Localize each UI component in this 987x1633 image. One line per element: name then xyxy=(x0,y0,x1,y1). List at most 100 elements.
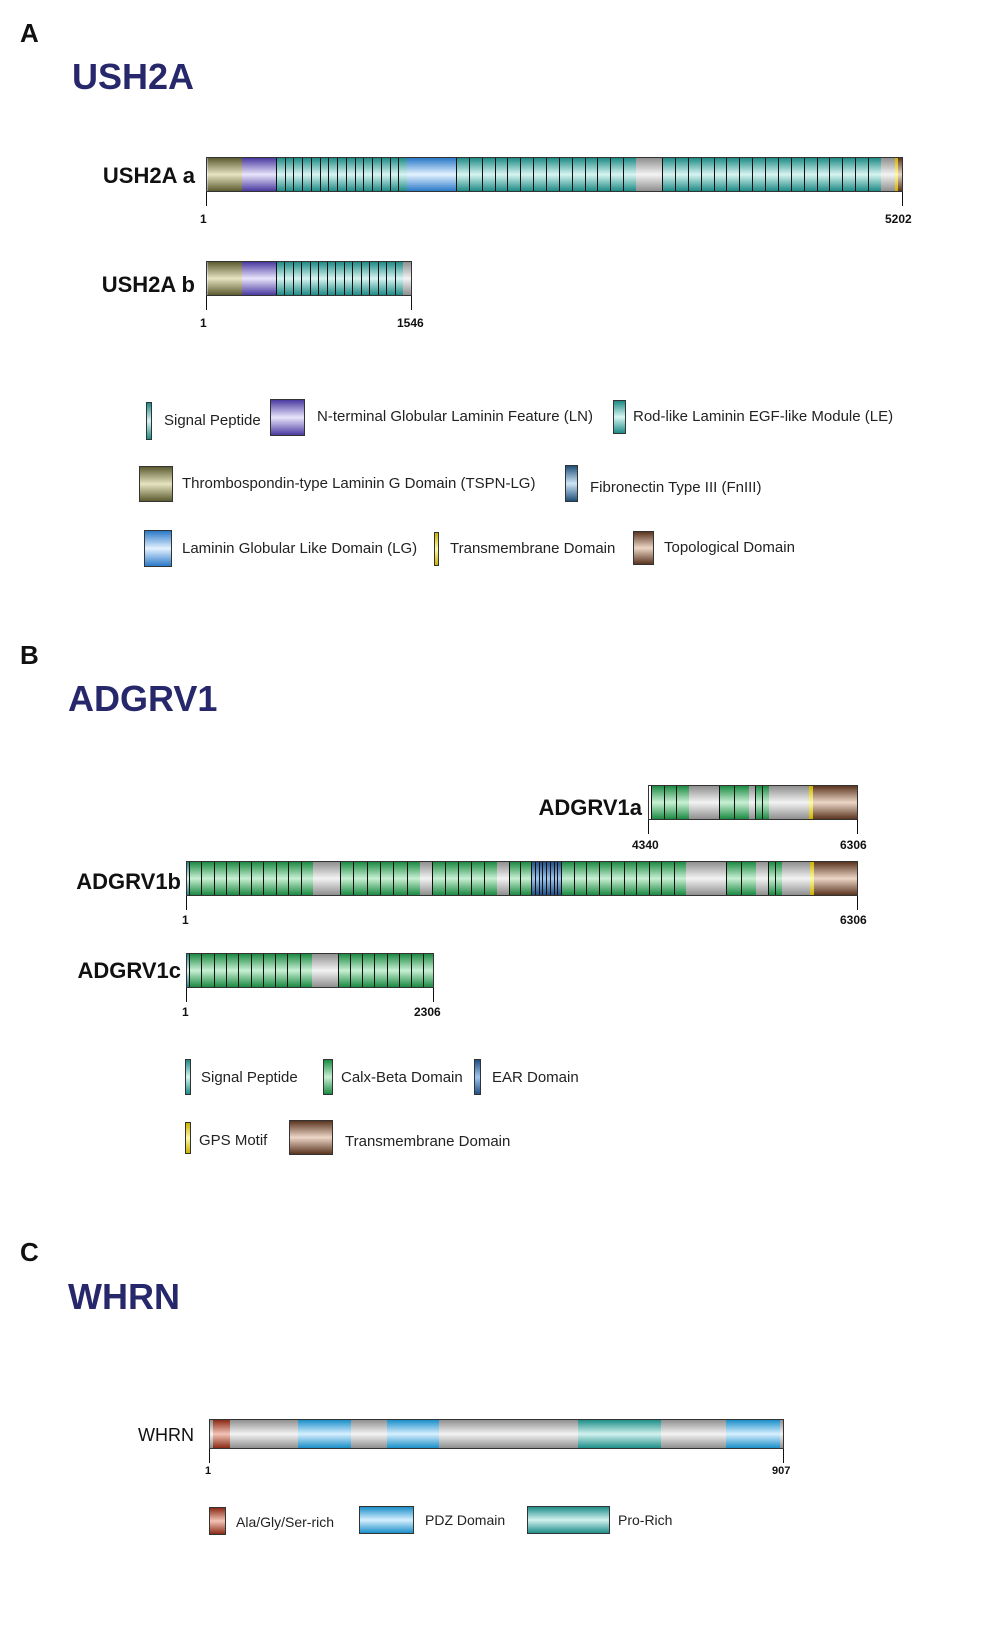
legend-swatch-topological xyxy=(633,531,654,565)
domain-green xyxy=(458,862,472,895)
domain-teal xyxy=(481,158,496,191)
domain-ear xyxy=(534,862,539,895)
isoform-label-adgrv1a: ADGRV1a xyxy=(538,795,642,820)
legend-swatch-ala-gly-ser-rich xyxy=(209,1507,226,1535)
domain-cyan xyxy=(387,1420,440,1448)
domain-olive xyxy=(208,262,243,295)
domain-brown xyxy=(898,158,902,191)
domain-teal xyxy=(803,158,818,191)
gene-title-ush2a: USH2A xyxy=(72,56,195,97)
legend-label-fniii: Fibronectin Type III (FnIII) xyxy=(590,479,762,496)
legend-label-le: Rod-like Laminin EGF-like Module (LE) xyxy=(633,408,894,425)
legend-label-lg: Laminin Globular Like Domain (LG) xyxy=(182,540,418,557)
legend-swatch-adgrv1-transmembrane xyxy=(289,1120,333,1155)
domain-teal xyxy=(546,158,560,191)
legend-swatch-ln xyxy=(270,399,305,436)
tick-label-start-adgrv1a: 4340 xyxy=(632,838,659,852)
domain-green xyxy=(226,862,240,895)
domain-green xyxy=(611,862,624,895)
tick-start-ush2a-a xyxy=(206,192,207,206)
domain-green xyxy=(353,862,368,895)
domain-green xyxy=(250,954,264,987)
domain-green xyxy=(287,954,301,987)
legend-label-tspn-lg: Thrombospondin-type Laminin G Domain (TS… xyxy=(182,475,536,492)
domain-teal xyxy=(674,158,689,191)
tick-end-whrn xyxy=(783,1449,784,1463)
domain-teal xyxy=(700,158,715,191)
domain-blue xyxy=(432,158,457,191)
domain-green xyxy=(484,862,498,895)
domain-ear xyxy=(553,862,558,895)
domain-teal xyxy=(739,158,753,191)
legend-swatch-tspn-lg xyxy=(139,466,173,502)
domain-gray xyxy=(351,1420,388,1448)
domain-gray xyxy=(881,158,896,191)
tick-start-whrn xyxy=(209,1449,210,1463)
legend-swatch-adgrv1-signal-peptide xyxy=(185,1059,191,1095)
domain-green xyxy=(362,954,375,987)
legend-label-transmembrane: Transmembrane Domain xyxy=(450,540,616,557)
domain-green xyxy=(768,862,776,895)
domain-proteal xyxy=(578,1420,662,1448)
legend-label-pro-rich: Pro-Rich xyxy=(618,1512,673,1528)
domain-teal xyxy=(293,158,303,191)
domain-green xyxy=(340,862,354,895)
domain-teal xyxy=(276,262,285,295)
tick-label-end-adgrv1c: 2306 xyxy=(414,1005,441,1019)
tick-start-ush2a-b xyxy=(206,296,207,310)
domain-gray xyxy=(780,1420,783,1448)
domain-teal xyxy=(309,262,319,295)
domain-green xyxy=(598,862,612,895)
domain-green xyxy=(509,862,521,895)
domain-green xyxy=(573,862,587,895)
domain-yellow xyxy=(809,786,814,819)
tick-end-ush2a-a xyxy=(902,192,903,206)
domain-green xyxy=(374,954,387,987)
domain-green xyxy=(410,954,424,987)
tick-end-adgrv1a xyxy=(857,820,858,834)
domain-green xyxy=(734,786,750,819)
domain-teal xyxy=(494,158,508,191)
domain-teal xyxy=(389,158,399,191)
tick-end-ush2a-b xyxy=(411,296,412,310)
domain-green xyxy=(762,786,770,819)
legend-label-ala-gly-ser-rich: Ala/Gly/Ser-rich xyxy=(236,1514,335,1530)
protein-bar-adgrv1b xyxy=(186,861,858,896)
domain-gray xyxy=(686,862,727,895)
domain-brown xyxy=(813,786,857,819)
domain-gray xyxy=(313,862,341,895)
domain-green xyxy=(262,954,276,987)
domain-teal xyxy=(284,158,294,191)
legend-label-adgrv1-transmembrane: Transmembrane Domain xyxy=(345,1133,511,1150)
domain-green xyxy=(406,862,421,895)
legend-swatch-le xyxy=(613,400,626,434)
tick-end-adgrv1b xyxy=(857,896,858,910)
domain-teal xyxy=(855,158,869,191)
domain-teal xyxy=(520,158,534,191)
domain-green xyxy=(676,786,690,819)
domain-teal xyxy=(187,954,190,987)
tick-label-start-whrn: 1 xyxy=(205,1465,212,1477)
domain-teal xyxy=(352,262,362,295)
domain-cyan xyxy=(298,1420,352,1448)
domain-green xyxy=(386,954,400,987)
domain-teal xyxy=(507,158,521,191)
legend-label-ln: N-terminal Globular Laminin Feature (LN) xyxy=(317,408,593,425)
domain-gray xyxy=(207,158,209,191)
panel-letter-b: B xyxy=(20,640,39,670)
panel-letter-a: A xyxy=(20,18,39,48)
domain-gray xyxy=(403,262,411,295)
tick-label-end-ush2a-b: 1546 xyxy=(397,316,424,330)
domain-teal xyxy=(302,158,312,191)
legend-swatch-calx-beta xyxy=(323,1059,333,1095)
legend-swatch-ear xyxy=(474,1059,481,1095)
domain-teal xyxy=(386,262,396,295)
legend-label-gps-motif: GPS Motif xyxy=(199,1132,268,1149)
gene-title-whrn: WHRN xyxy=(68,1276,180,1317)
domain-green xyxy=(366,862,381,895)
isoform-label-adgrv1b: ADGRV1b xyxy=(76,869,181,894)
domain-teal xyxy=(187,862,190,895)
domain-green xyxy=(636,862,649,895)
domain-teal xyxy=(326,262,336,295)
legend-label-ear: EAR Domain xyxy=(492,1069,579,1086)
